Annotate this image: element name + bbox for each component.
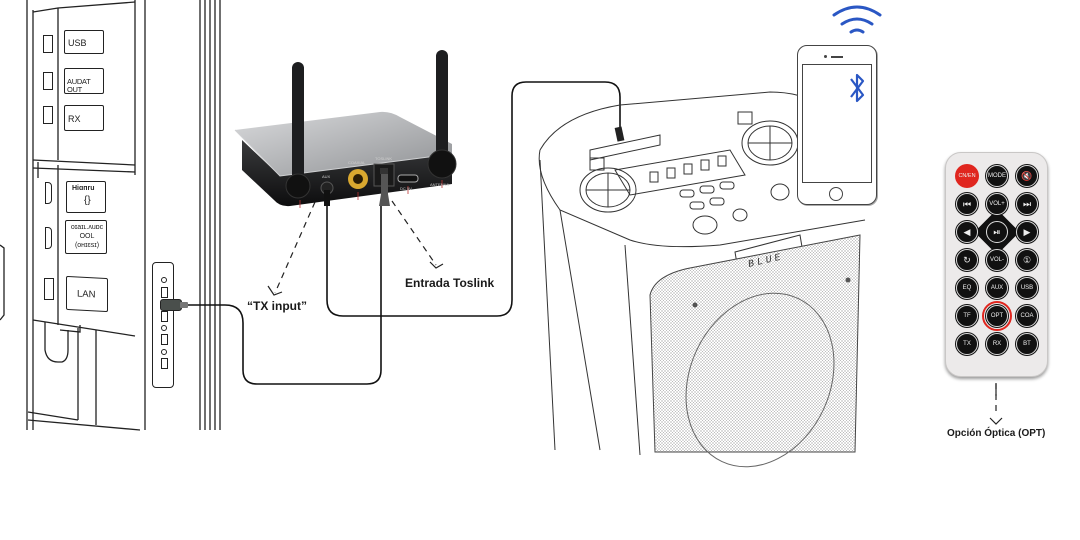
remote-button-cn-en[interactable]: CN/EN <box>956 165 978 187</box>
transmitter-port-label-antenna: ANTENNA <box>430 182 449 187</box>
tv-port-audio-out <box>43 72 53 90</box>
tv-port-usb-label-box: USB <box>64 30 104 54</box>
tv-port-rx <box>43 106 53 124</box>
transmitter-port-label-dc: DC 5V <box>400 186 412 191</box>
speaker-drawing <box>538 91 866 468</box>
bluetooth-icon <box>850 73 865 103</box>
tx-input-dashed-arrow <box>274 201 316 294</box>
port-dot <box>161 277 167 283</box>
tv-port-label: oɪaɪʟ.ʌuɒc <box>70 224 104 231</box>
port-slot <box>161 358 168 369</box>
phone-speaker <box>831 56 843 58</box>
tv-rear-port-strip <box>152 262 174 388</box>
remote-button-prev[interactable]: ⏮ <box>956 193 978 215</box>
tv-port-optical <box>45 227 52 249</box>
aux-plug-speaker <box>614 126 625 142</box>
remote-button-eq[interactable]: EQ <box>956 277 978 299</box>
tv-port-label: RX <box>68 114 81 124</box>
remote-button-tx[interactable]: TX <box>956 333 978 355</box>
toslink-input-label: Entrada Toslink <box>405 276 495 290</box>
remote-button-vol-[interactable]: VOL+ <box>986 193 1008 215</box>
port-dot <box>161 325 167 331</box>
remote-button-tf[interactable]: TF <box>956 305 978 327</box>
port-slot <box>161 311 168 322</box>
opt-option-label: Opción Óptica (OPT) <box>947 428 1046 439</box>
remote-button-play-pause[interactable]: ⏯ <box>986 221 1008 243</box>
tv-port-label: OOL <box>79 233 95 240</box>
port-dot <box>161 349 167 355</box>
tv-panel-outline <box>0 0 221 431</box>
remote-button-next[interactable]: ⏭ <box>1016 193 1038 215</box>
remote-button-rx[interactable]: RX <box>986 333 1008 355</box>
tx-input-arrowhead <box>267 285 283 296</box>
transmitter-body: AUX COAXIAL TOSLINK DC 5V ANTENNA <box>234 50 457 208</box>
tv-port-label: Hiɑпru <box>72 185 95 192</box>
remote-button-left[interactable]: ◀ <box>956 221 978 243</box>
phone-home-button[interactable] <box>829 187 843 201</box>
aux-cable-transmitter-to-speaker <box>326 81 621 317</box>
optical-cable-tv-to-transmitter <box>188 205 382 385</box>
tv-port-label: {} <box>84 195 91 206</box>
remote-button-aux[interactable]: AUX <box>986 277 1008 299</box>
tv-port-label: AUDAT OUT <box>67 77 91 94</box>
transmitter-port-label-aux: AUX <box>322 174 331 179</box>
remote-button-bt[interactable]: BT <box>1016 333 1038 355</box>
tv-port-hdmi-label-box: Hiɑпru {} <box>66 181 106 213</box>
smartphone <box>797 45 877 205</box>
tv-port-hdmi <box>45 182 52 204</box>
tv-port-lan <box>44 278 54 300</box>
party-speaker: BLUE <box>530 80 870 468</box>
tv-port-optical-label-box: oɪaɪʟ.ʌuɒc OOL (oнɪɛsɪ) <box>65 220 107 254</box>
remote-button-mute[interactable]: 🔇 <box>1016 165 1038 187</box>
remote-button-repeat-one[interactable]: ① <box>1016 249 1038 271</box>
tv-port-label: (oнɪɛsɪ) <box>74 242 100 249</box>
tx-input-label: “TX input” <box>247 299 307 313</box>
remote-button-usb[interactable]: USB <box>1016 277 1038 299</box>
phone-screen <box>802 64 872 183</box>
tv-port-rx-label-box: RX <box>64 105 104 131</box>
phone-camera <box>824 55 827 58</box>
remote-button-right[interactable]: ▶ <box>1016 221 1038 243</box>
toslink-arrowhead <box>429 261 444 269</box>
opt-arrowhead <box>989 417 1003 425</box>
remote-button-repeat[interactable]: ↻ <box>956 249 978 271</box>
transmitter-port-label-coaxial: COAXIAL <box>348 160 366 165</box>
bluetooth-transmitter: AUX COAXIAL TOSLINK DC 5V ANTENNA <box>230 50 470 210</box>
remote-control: CN/EN MODE 🔇 ⏮ VOL+ ⏭ ◀ ⏯ ▶ ↻ VOL- ① EQ AUX USB TF OPT CO… <box>945 152 1048 377</box>
remote-button-vol-[interactable]: VOL- <box>986 249 1008 271</box>
port-slot <box>161 287 168 298</box>
opt-highlight-ring <box>982 301 1012 331</box>
optical-plug-tv-tip <box>180 302 188 308</box>
port-slot <box>161 334 168 345</box>
tv-port-audio-out-label-box: AUDAT OUT <box>64 68 104 94</box>
toslink-dashed-arrow <box>391 200 437 266</box>
tv-side-panel <box>0 0 230 440</box>
tv-port-label: USB <box>68 38 87 48</box>
remote-button-mode[interactable]: MODE <box>986 165 1008 187</box>
remote-button-opt[interactable]: OPT <box>986 305 1008 327</box>
tv-port-usb <box>43 35 53 53</box>
transmitter-port-label-toslink: TOSLINK <box>375 156 392 161</box>
remote-button-coa[interactable]: COA <box>1016 305 1038 327</box>
